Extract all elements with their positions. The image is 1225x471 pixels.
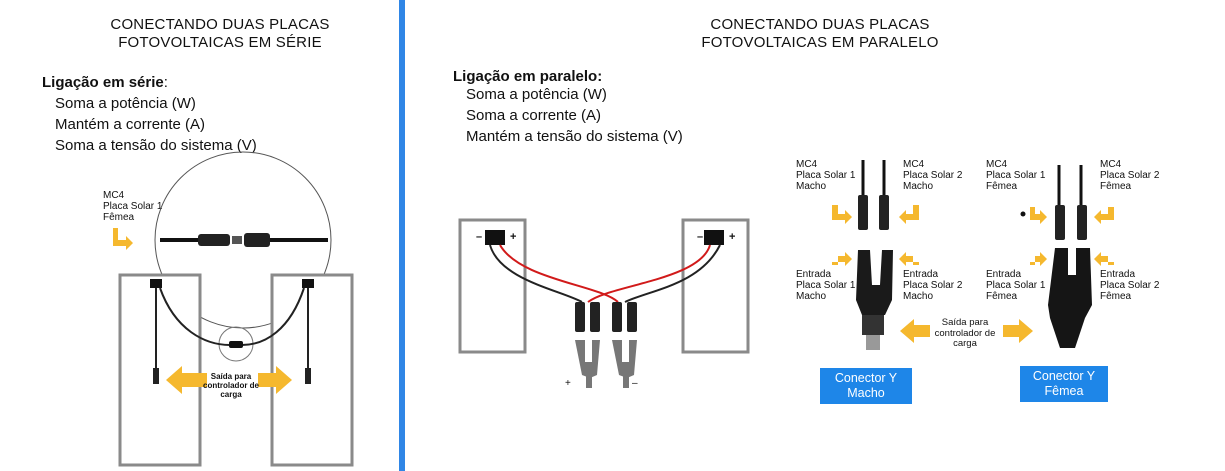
parallel-item: Soma a potência (W) [466, 86, 607, 103]
solar-panel-1 [118, 273, 202, 467]
label-line: Macho [796, 181, 827, 192]
label-line: Placa Solar 1 [986, 170, 1046, 181]
parallel-heading: Ligação em paralelo: [453, 67, 602, 87]
panel2-minus: – [697, 231, 704, 243]
female-top-right-label: MC4 Placa Solar 2 Fêmea [1100, 159, 1159, 192]
parallel-heading-text: Ligação em paralelo: [453, 68, 603, 85]
badge-y-connector-female: Conector Y Fêmea [1020, 366, 1108, 402]
junction-box-2 [704, 230, 724, 245]
panel1-minus: – [476, 231, 483, 243]
male-in-left-label: Entrada Placa Solar 1 Macho [796, 269, 855, 302]
label-line: MC4 [1100, 159, 1122, 170]
series-mc4-label: MC4 Placa Solar 1 Fêmea [103, 190, 162, 223]
solar-panel-2 [681, 218, 750, 354]
label-line: Entrada [1100, 269, 1136, 280]
output-label-line: carga [220, 390, 242, 399]
zoomed-mc4-connector [160, 233, 328, 247]
female-top-left-label: MC4 Placa Solar 1 Fêmea [986, 159, 1045, 192]
label-line: Placa Solar 1 [796, 280, 856, 291]
badge-line: Fêmea [1044, 384, 1084, 398]
output-label-line: Saída para [941, 317, 989, 328]
series-output-label: Saída para controlador de carga [203, 372, 259, 399]
label-line: Entrada [986, 269, 1022, 280]
series-title: CONECTANDO DUAS PLACAS FOTOVOLTAICAS EM … [90, 16, 350, 52]
label-line: Macho [903, 291, 934, 302]
badge-line: Macho [847, 386, 885, 400]
output-label-line: controlador de [934, 327, 996, 339]
female-in-left-label: Entrada Placa Solar 1 Fêmea [986, 269, 1045, 302]
series-title-line1: CONECTANDO DUAS PLACAS [110, 16, 330, 33]
badge-y-connector-male: Conector Y Macho [820, 368, 912, 404]
parallel-title: CONECTANDO DUAS PLACAS FOTOVOLTAICAS EM … [680, 16, 960, 52]
parallel-item: Soma a corrente (A) [466, 107, 602, 124]
male-top-left-label: MC4 Placa Solar 1 Macho [796, 159, 855, 192]
junction-box-1 [485, 230, 505, 245]
label-line: MC4 [796, 159, 818, 170]
label-line: MC4 [903, 159, 925, 170]
mc4-label-line: Placa Solar 1 [103, 201, 163, 212]
label-line: Macho [796, 291, 827, 302]
mc4-label-line: MC4 [103, 190, 125, 201]
badge-line: Conector Y [1032, 369, 1096, 383]
series-title-line2: FOTOVOLTAICAS EM SÉRIE [118, 34, 322, 51]
label-line: Placa Solar 2 [903, 280, 963, 291]
label-line: Placa Solar 1 [796, 170, 856, 181]
series-item: Mantém a corrente (A) [55, 116, 206, 133]
panel2-plus: + [729, 231, 736, 243]
output-label-line: Saída para [210, 372, 252, 381]
label-line: Placa Solar 2 [1100, 170, 1160, 181]
label-line: Fêmea [986, 181, 1018, 192]
parallel-list: Soma a potência (W) Soma a corrente (A) … [453, 84, 683, 147]
parallel-item: Mantém a tensão do sistema (V) [466, 128, 683, 145]
series-item: Soma a potência (W) [55, 95, 196, 112]
output-minus: – [632, 378, 638, 389]
label-line: Placa Solar 2 [1100, 280, 1160, 291]
solar-panel-2 [270, 273, 354, 467]
label-line: Fêmea [1100, 181, 1132, 192]
junction-box-2 [302, 279, 314, 288]
output-label-line: controlador de [203, 381, 260, 390]
parallel-title-line2: FOTOVOLTAICAS EM PARALELO [701, 34, 939, 51]
output-plus: + [565, 378, 571, 389]
badge-line: Conector Y [834, 371, 898, 385]
label-line: Entrada [903, 269, 939, 280]
series-heading: Ligação em série: [42, 73, 168, 93]
label-line: MC4 [986, 159, 1008, 170]
series-list: Soma a potência (W) Mantém a corrente (A… [42, 93, 257, 156]
label-line: Placa Solar 2 [903, 170, 963, 181]
series-diagram [113, 151, 354, 467]
parallel-output-label: Saída para controlador de carga [930, 317, 1000, 350]
junction-box-1 [150, 279, 162, 288]
label-line: Entrada [796, 269, 832, 280]
series-heading-colon: : [163, 74, 168, 91]
parallel-title-line1: CONECTANDO DUAS PLACAS [710, 16, 930, 33]
series-heading-text: Ligação em série [42, 74, 164, 91]
label-line: Fêmea [986, 291, 1018, 302]
female-in-right-label: Entrada Placa Solar 2 Fêmea [1100, 269, 1159, 302]
label-line: Macho [903, 181, 934, 192]
panel1-plus: + [510, 231, 517, 243]
label-line: Placa Solar 1 [986, 280, 1046, 291]
y-connector-female [1020, 165, 1092, 348]
male-in-right-label: Entrada Placa Solar 2 Macho [903, 269, 962, 302]
male-top-right-label: MC4 Placa Solar 2 Macho [903, 159, 962, 192]
arrow-icon [113, 228, 292, 394]
mc4-label-line: Fêmea [103, 212, 135, 223]
output-label-line: carga [953, 338, 977, 349]
label-line: Fêmea [1100, 291, 1132, 302]
y-connector-male [856, 160, 893, 350]
section-divider [399, 0, 405, 471]
series-item: Soma a tensão do sistema (V) [55, 137, 257, 154]
